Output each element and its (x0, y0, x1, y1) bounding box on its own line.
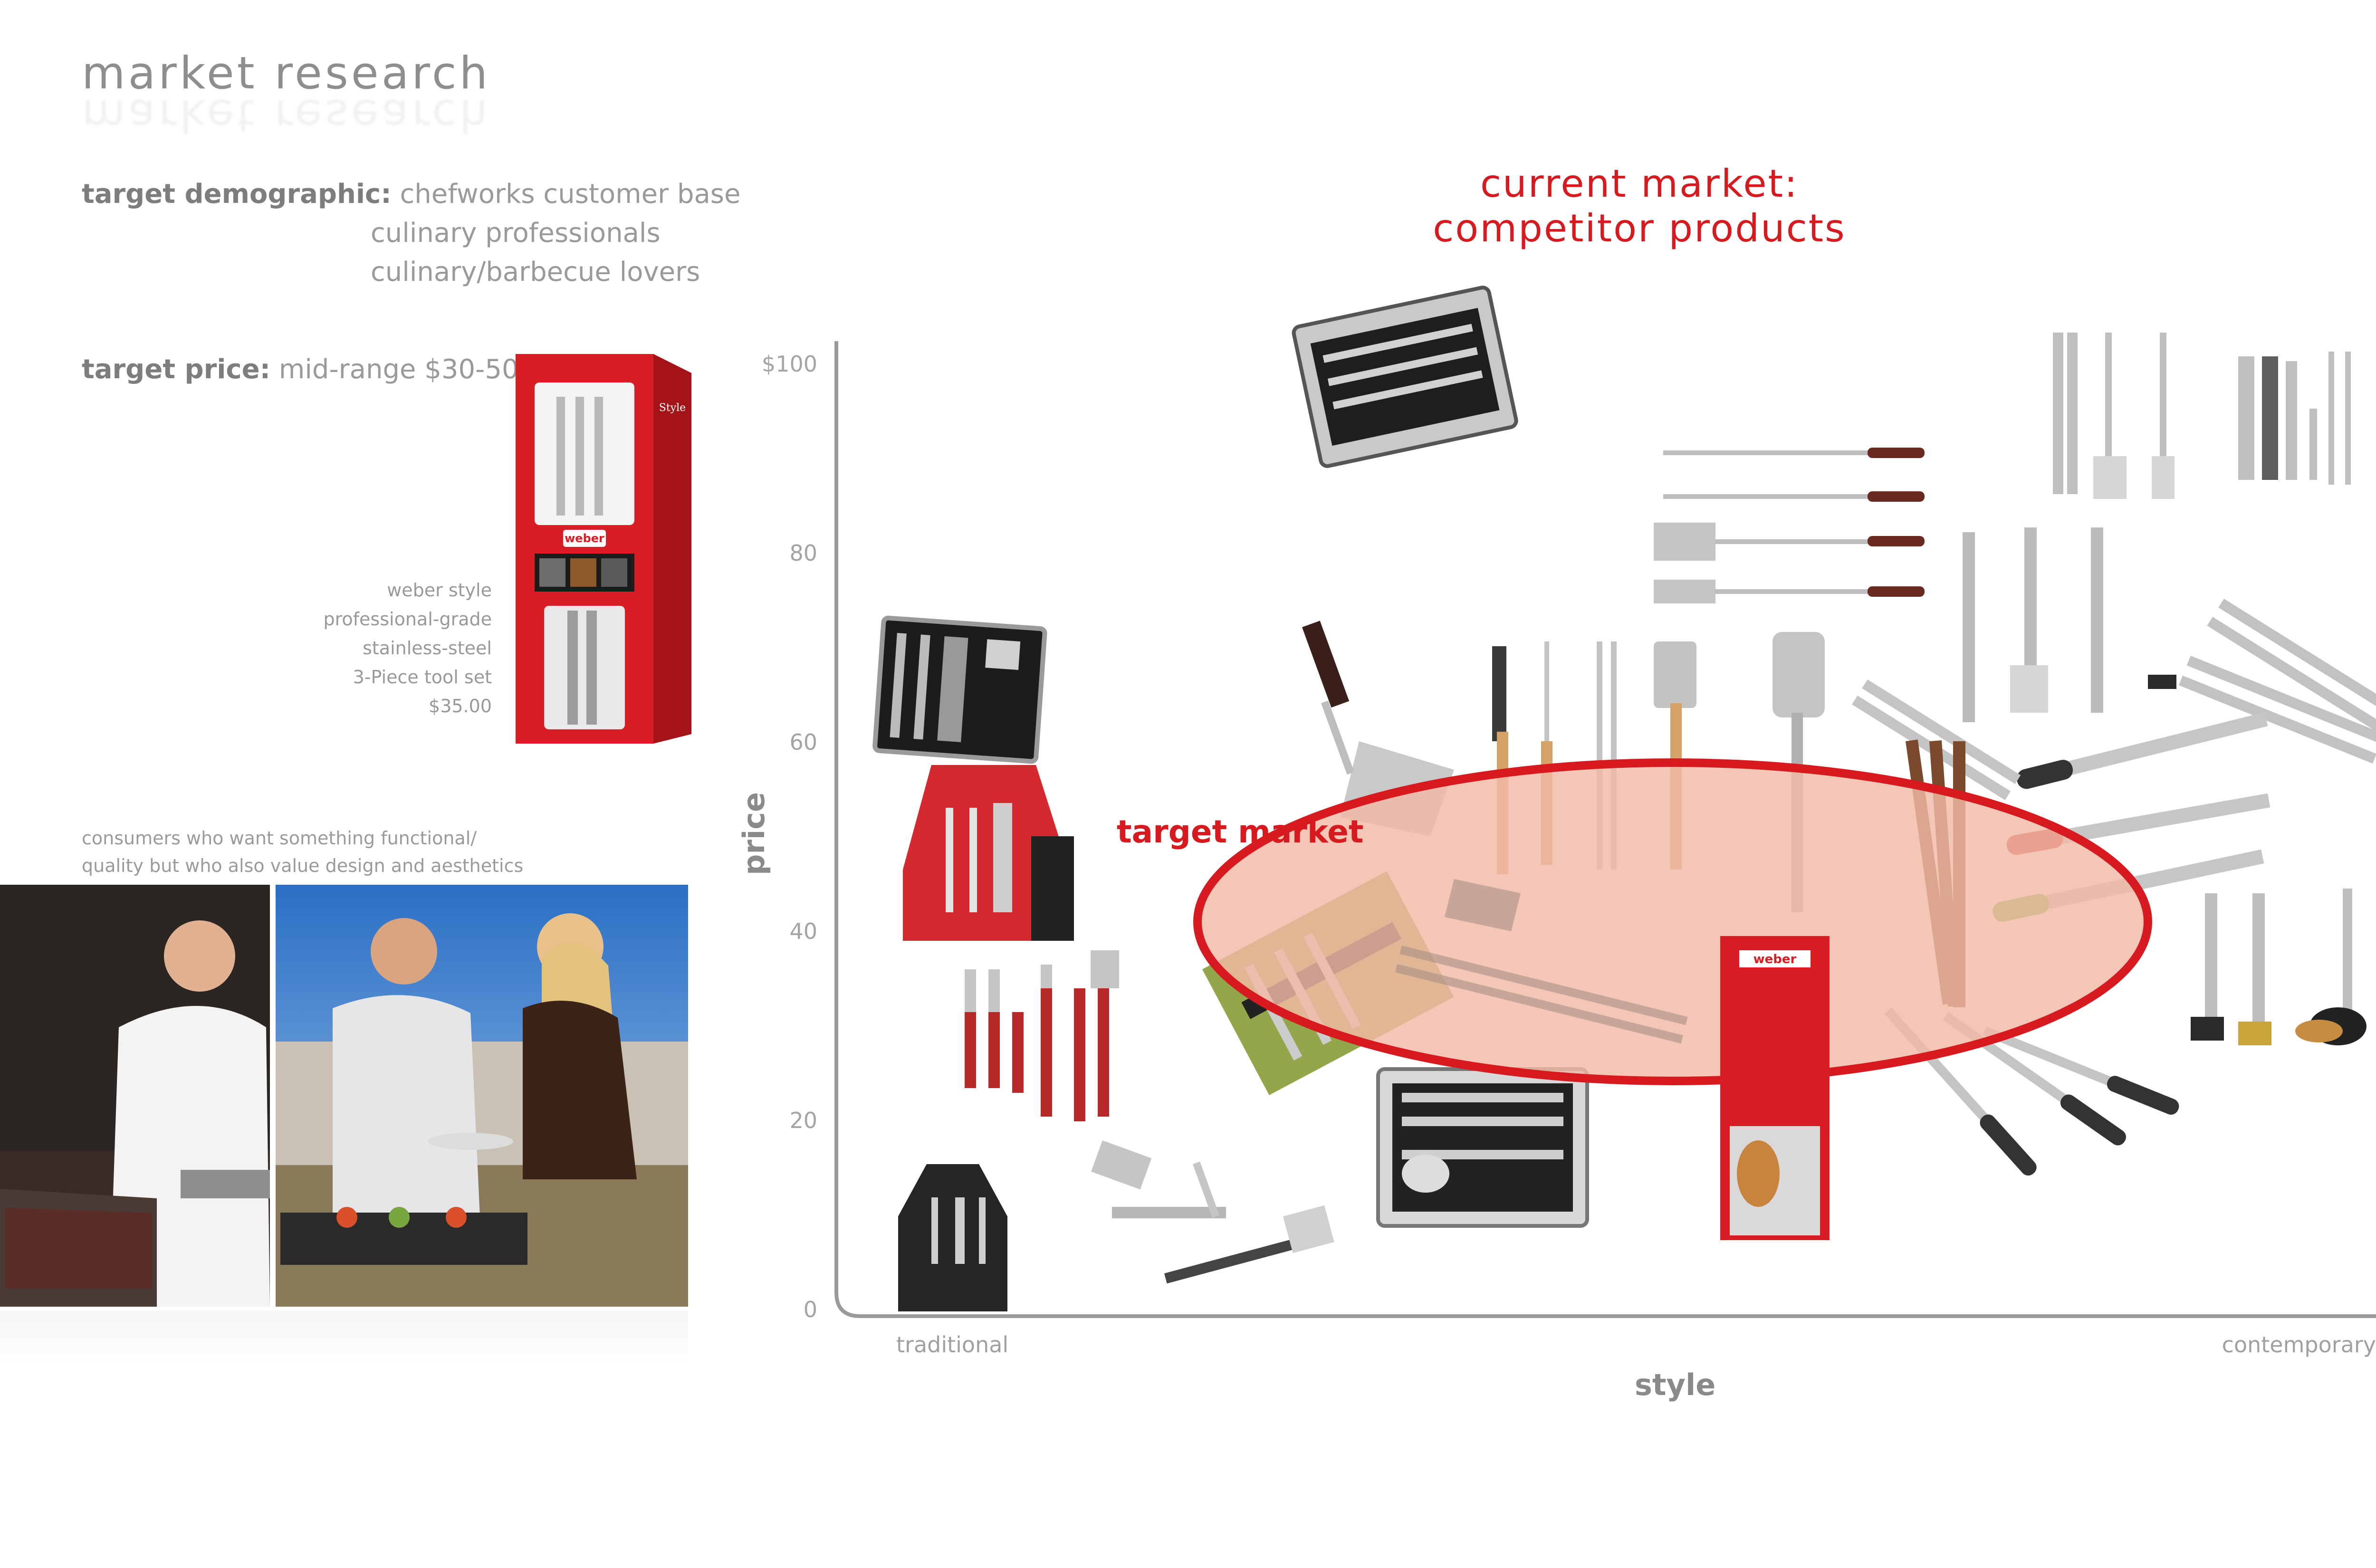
demographic-more: culinary professionals culinary/barbecue… (371, 214, 700, 292)
price-value: mid-range $30-50 (278, 354, 519, 385)
x-end-contemporary: contemporary (2222, 1332, 2376, 1358)
y-tick-80: 80 (789, 540, 817, 566)
product-red-apron (903, 765, 1074, 941)
market-title-line-2: competitor products (1433, 206, 1846, 250)
consumer-line-2: quality but who also value design and ae… (82, 855, 524, 876)
y-tick-60: 60 (789, 729, 817, 755)
product-silver-case (1376, 1067, 1589, 1228)
y-axis-label: price (737, 792, 771, 875)
weber-line-1: weber style (387, 580, 492, 601)
demographic-line-3: culinary/barbecue lovers (371, 257, 700, 287)
product-long-steel-tools (1963, 527, 2103, 722)
photo-reflection (0, 1310, 688, 1367)
product-weber-style-box: weber (1720, 936, 1830, 1240)
page-title: market research (82, 48, 491, 99)
market-title: current market: competitor products (1283, 162, 1996, 251)
x-axis-label: style (1635, 1367, 1716, 1402)
product-diagonal-steel-tongs (2148, 599, 2376, 764)
weber-line-3: stainless-steel (363, 638, 492, 659)
demographic-label: target demographic: (82, 179, 392, 210)
product-steel-tongs-set (2053, 333, 2351, 499)
market-title-line-1: current market: (1480, 162, 1799, 206)
y-tick-labels: $100 80 60 40 20 0 (762, 351, 817, 1322)
demographic-line-1: chefworks customer base (400, 179, 741, 210)
chart-axis (834, 341, 2376, 1318)
weber-box-brand: weber (565, 532, 604, 545)
product-ellipse-tools (1395, 879, 1688, 1044)
y-tick-0: 0 (804, 1297, 817, 1322)
target-demographic: target demographic: chefworks customer b… (82, 175, 740, 214)
consumer-line-1: consumers who want something functional/ (82, 828, 477, 849)
product-brush-tools (2191, 889, 2366, 1045)
y-tick-20: 20 (789, 1108, 817, 1133)
x-end-traditional: traditional (896, 1332, 1008, 1358)
weber-line-2: professional-grade (323, 609, 492, 630)
price-label: target price: (82, 354, 270, 385)
product-wood-handled-set (1654, 448, 1925, 603)
product-multitool (1091, 1140, 1334, 1284)
weber-description: weber style professional-grade stainless… (324, 576, 492, 721)
product-black-apron (898, 1164, 1007, 1311)
target-market-label: target market (1117, 813, 1364, 850)
y-tick-100: $100 (762, 351, 817, 377)
y-tick-40: 40 (789, 918, 817, 944)
weber-line-5: $35.00 (429, 696, 492, 717)
demographic-line-2: culinary professionals (371, 218, 661, 249)
target-price: target price: mid-range $30-50 (82, 354, 519, 385)
product-black-case (872, 615, 1047, 764)
target-market-ellipse (1193, 758, 2152, 1085)
product-red-handled-set (965, 950, 1119, 1121)
weber-box-sub: Style (659, 402, 686, 414)
product-aluminum-case-1 (1292, 286, 1518, 468)
weber-box-image: weber Style (516, 354, 691, 746)
weber-style-box-brand: weber (1753, 952, 1797, 966)
weber-line-4: 3-Piece tool set (353, 667, 492, 688)
consumer-description: consumers who want something functional/… (82, 824, 523, 880)
bbq-party-photo (276, 885, 688, 1307)
chef-photo (0, 885, 270, 1307)
